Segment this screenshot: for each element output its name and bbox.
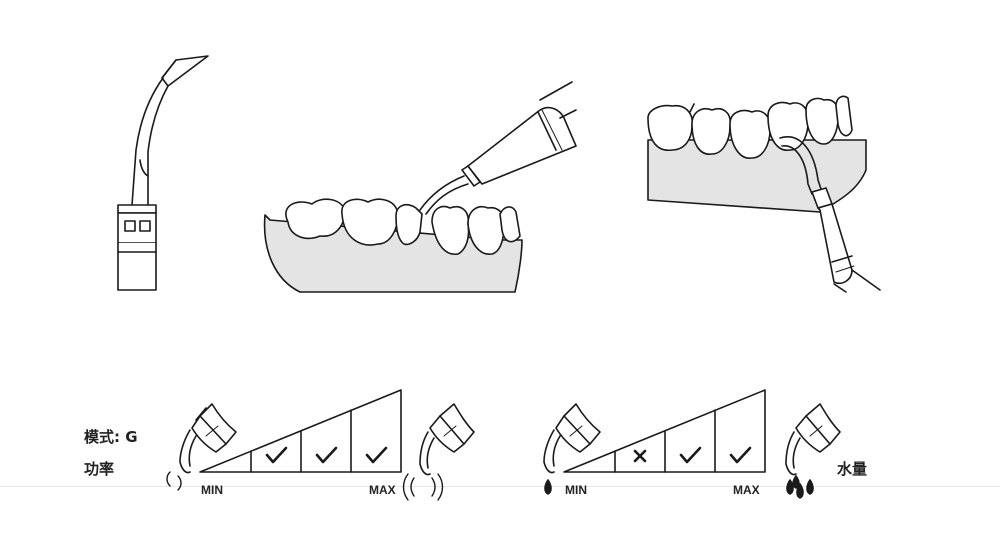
power-label: 功率 xyxy=(84,460,115,478)
power-level-check-icon xyxy=(265,446,288,464)
power-level-check-icon xyxy=(365,446,388,464)
mode-label: 模式: G xyxy=(84,428,138,446)
water-level-cross-icon xyxy=(633,449,647,463)
water-min-label: MIN xyxy=(565,483,587,497)
water-scale xyxy=(543,389,841,499)
water-max-label: MAX xyxy=(733,483,760,497)
water-level-marks xyxy=(633,446,752,464)
power-scale xyxy=(166,389,475,501)
water-level-check-icon xyxy=(679,446,702,464)
power-level-check-icon xyxy=(315,446,338,464)
power-max-label: MAX xyxy=(369,483,396,497)
lower-jaw-drawing xyxy=(263,81,577,293)
water-label: 水量 xyxy=(837,460,868,478)
upper-jaw-drawing xyxy=(647,95,881,293)
power-level-marks xyxy=(265,446,388,464)
water-level-check-icon xyxy=(729,446,752,464)
bottom-divider-line xyxy=(0,486,1000,487)
power-min-label: MIN xyxy=(201,483,223,497)
scaler-tip-drawing xyxy=(117,55,209,291)
